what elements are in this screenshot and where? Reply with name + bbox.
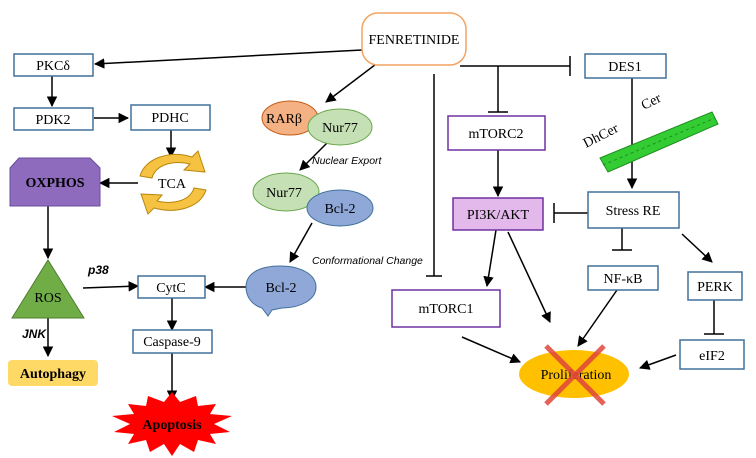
fenretinide-label: FENRETINIDE [369, 33, 460, 48]
mtorc2-label: mTORC2 [469, 127, 524, 142]
p38-label: p38 [87, 263, 109, 277]
ros-node[interactable]: ROS [11, 259, 85, 319]
membrane-ceramide: DhCer Cer [581, 91, 719, 173]
jnk-label: JNK [22, 327, 47, 341]
nur77-label-a: Nur77 [322, 121, 358, 136]
apoptosis-label: Apoptosis [142, 418, 202, 433]
pi3k-akt-label: PI3K/AKT [467, 208, 530, 223]
edge-pi3k-mtorc1 [483, 229, 497, 288]
mtorc2-node[interactable]: mTORC2 [447, 115, 546, 151]
ros-label: ROS [34, 291, 61, 306]
pdk2-label: PDK2 [35, 113, 70, 128]
apoptosis-burst-icon [112, 392, 232, 456]
stress-re-label: Stress RE [606, 204, 661, 219]
fenretinide-node[interactable]: FENRETINIDE [361, 12, 467, 66]
tca-arrow-top-icon [139, 150, 206, 179]
eif2-node[interactable]: eIF2 [679, 339, 745, 370]
conformational-change-label: Conformational Change [312, 255, 423, 267]
dhcer-label: DhCer [581, 121, 621, 151]
autophagy-node[interactable]: Autophagy [8, 360, 98, 386]
edge-conformational-change [289, 222, 313, 263]
edge-mtorc1-proliferation [461, 336, 521, 364]
pdk2-node[interactable]: PDK2 [13, 107, 94, 131]
nfkb-label: NF-κB [604, 272, 643, 287]
pi3k-akt-node[interactable]: PI3K/AKT [452, 197, 544, 231]
edge-fenretinide-pkcd [93, 49, 363, 69]
edge-stressre-perk [681, 233, 713, 263]
nfkb-node[interactable]: NF-κB [587, 265, 659, 291]
caspase9-label: Caspase-9 [143, 335, 201, 350]
cer-label: Cer [639, 91, 664, 114]
pkcd-label: PKCδ [36, 59, 70, 74]
edge-ros-cytc [82, 281, 140, 292]
bcl2-node-converted[interactable]: Bcl-2 [245, 265, 317, 317]
cytc-label: CytC [156, 281, 186, 296]
cytc-node[interactable]: CytC [137, 275, 206, 299]
autophagy-label: Autophagy [20, 367, 86, 382]
caspase9-node[interactable]: Caspase-9 [132, 329, 213, 354]
bcl2-label-a: Bcl-2 [324, 202, 355, 217]
membrane-dash [602, 117, 716, 166]
des1-node[interactable]: DES1 [584, 53, 667, 79]
bcl2-label-b: Bcl-2 [265, 281, 296, 296]
nur77-node-nucleus[interactable]: Nur77 [307, 108, 373, 146]
oxphos-label: OXPHOS [25, 176, 84, 191]
rarb-label: RARβ [266, 112, 302, 127]
pdhc-node[interactable]: PDHC [130, 104, 211, 131]
eif2-label: eIF2 [699, 349, 725, 364]
des1-label: DES1 [608, 60, 641, 75]
edge-nuclear-export [299, 139, 331, 171]
proliferation-cross-icon-b [544, 344, 606, 406]
perk-node[interactable]: PERK [687, 271, 743, 301]
oxphos-node[interactable]: OXPHOS [9, 157, 101, 207]
mtorc1-label: mTORC1 [419, 302, 474, 317]
tca-label: TCA [158, 177, 187, 192]
nur77-node-cytoplasm[interactable]: Nur77 [252, 172, 320, 212]
pdhc-label: PDHC [151, 111, 188, 126]
perk-label: PERK [697, 280, 733, 295]
bcl2-node-complex[interactable]: Bcl-2 [306, 189, 374, 227]
proliferation-node[interactable]: Proliferation [519, 344, 629, 406]
apoptosis-node[interactable]: Apoptosis [112, 392, 232, 456]
nuclear-export-label: Nuclear Export [312, 155, 383, 167]
tca-cycle: TCA [139, 150, 207, 215]
tca-arrow-bottom-icon [140, 187, 207, 215]
edge-nfkb-proliferation [577, 289, 618, 347]
stress-re-node[interactable]: Stress RE [587, 191, 680, 229]
mtorc1-node[interactable]: mTORC1 [391, 289, 501, 328]
edge-pi3k-proliferation [507, 231, 551, 323]
pkcd-node[interactable]: PKCδ [13, 53, 94, 77]
edge-eif2-proliferation [639, 354, 677, 370]
nur77-label-b: Nur77 [266, 186, 302, 201]
